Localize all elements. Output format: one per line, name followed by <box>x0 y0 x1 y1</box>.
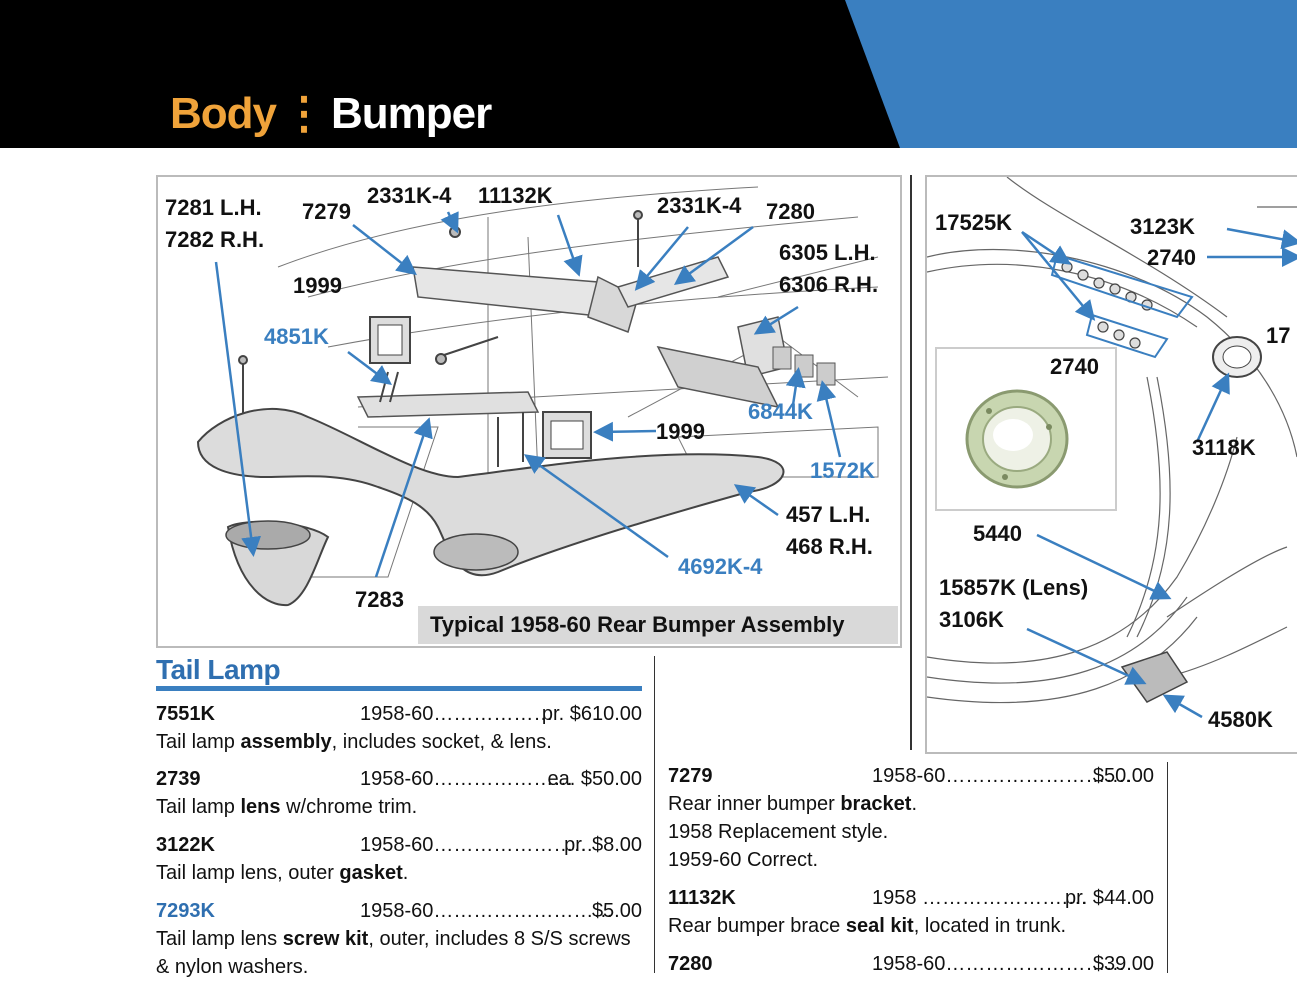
part-years: 1958-60……………… <box>360 703 554 725</box>
part-number: 11132K <box>668 887 736 909</box>
part-description: Tail lamp lens w/chrome trim. <box>156 796 418 818</box>
part-description: Rear inner bumper bracket. <box>668 793 918 815</box>
label-3118k: 3118K <box>1192 435 1256 460</box>
part-number: 7293K <box>156 900 215 922</box>
part-number: 2739 <box>156 768 201 790</box>
list-item: 7551K 1958-60………………pr. $610.00 Tail lamp … <box>156 700 642 756</box>
part-description: Tail lamp lens, outer gasket. <box>156 862 409 884</box>
page-title: Body⋮Bumper <box>170 88 492 139</box>
part-price: $50.00 <box>1092 765 1154 787</box>
part-price: ea. $50.00 <box>547 768 642 790</box>
label-468: 468 R.H. <box>786 534 873 559</box>
label-7282: 7282 R.H. <box>165 227 265 252</box>
list-item: 7279 1958-60……………………….$50.00 Rear inner b… <box>668 762 1154 874</box>
part-description: Rear bumper brace seal kit, located in t… <box>668 915 1067 937</box>
part-price: pr. $610.00 <box>541 703 642 725</box>
label-7279: 7279 <box>302 199 351 224</box>
lens-photo <box>965 389 1069 489</box>
tail-lamp-illustration <box>927 177 1297 719</box>
label-6305: 6305 L.H. <box>779 240 876 265</box>
list-item: 3122K 1958-60……………………pr. $8.00 Tail lamp … <box>156 831 642 887</box>
part-years: 1958-60…………………… <box>360 834 594 856</box>
label-1572k: 1572K <box>810 458 875 483</box>
label-1999-top: 1999 <box>293 273 342 298</box>
part-number: 3122K <box>156 834 215 856</box>
part-years: 1958-60……………………… <box>360 900 614 922</box>
label-11132k: 11132K <box>478 183 553 208</box>
label-17-cut: 17 <box>1266 323 1291 348</box>
label-2331k-4-left: 2331K-4 <box>367 183 452 208</box>
divider-columns <box>654 656 655 973</box>
section-rule <box>156 686 642 691</box>
title-separator: ⋮ <box>282 89 326 138</box>
list-item: 2739 1958-60…………………ea. $50.00 Tail lamp l… <box>156 765 642 821</box>
label-7283: 7283 <box>355 587 404 612</box>
part-price: $5.00 <box>591 900 642 922</box>
label-6844k: 6844K <box>748 399 813 424</box>
title-bumper: Bumper <box>331 89 492 138</box>
part-price: $39.00 <box>1092 953 1154 975</box>
part-years: 1958 ………………….… <box>872 887 1088 909</box>
label-7281: 7281 L.H. <box>165 195 262 220</box>
part-years: 1958-60………………… <box>360 768 574 790</box>
label-6306: 6306 R.H. <box>779 272 879 297</box>
section-heading-tail-lamp: Tail Lamp <box>156 654 281 685</box>
label-4692k-4: 4692K-4 <box>678 554 763 579</box>
label-7280: 7280 <box>766 199 815 224</box>
list-item: 7280 1958-60………………………$39.00 <box>668 950 1154 978</box>
label-4851k: 4851K <box>264 324 329 349</box>
header-banner <box>0 0 1297 148</box>
divider-diagrams <box>910 175 912 750</box>
label-457: 457 L.H. <box>786 502 871 527</box>
label-5440: 5440 <box>973 521 1022 546</box>
title-body: Body <box>170 89 277 138</box>
label-3123k: 3123K <box>1130 214 1195 239</box>
part-years: 1958-60………………………. <box>872 765 1131 787</box>
part-description-line3: 1959-60 Correct. <box>668 849 819 871</box>
rear-bumper-illustration <box>196 186 889 607</box>
list-item: 11132K 1958 ………………….…pr. $44.00 Rear bump… <box>668 884 1154 940</box>
part-description: Tail lamp assembly, includes socket, & l… <box>156 731 552 753</box>
divider-right-column <box>1167 762 1168 973</box>
part-years: 1958-60……………………… <box>872 953 1126 975</box>
part-number: 7280 <box>668 953 713 975</box>
label-17525k: 17525K <box>935 210 1013 235</box>
part-number: 7279 <box>668 765 713 787</box>
part-price: pr. $8.00 <box>564 834 642 856</box>
part-description-line2: & nylon washers. <box>156 956 309 978</box>
part-number: 7551K <box>156 703 215 725</box>
label-4580k: 4580K <box>1208 707 1273 732</box>
label-2740-inset: 2740 <box>1050 354 1099 379</box>
inset-photo-frame <box>935 347 1117 511</box>
label-15857k-lens: 15857K (Lens) <box>939 575 1089 600</box>
diagram-caption: Typical 1958-60 Rear Bumper Assembly <box>418 606 898 644</box>
part-price: pr. $44.00 <box>1065 887 1154 909</box>
part-description-line2: 1958 Replacement style. <box>668 821 889 843</box>
label-2740-top: 2740 <box>1147 245 1196 270</box>
part-description: Tail lamp lens screw kit, outer, include… <box>156 928 631 950</box>
label-3106k: 3106K <box>939 607 1004 632</box>
label-2331k-4-right: 2331K-4 <box>657 193 742 218</box>
list-item: 7293K 1958-60………………………$5.00 Tail lamp len… <box>156 897 642 981</box>
label-1999-bottom: 1999 <box>656 419 705 444</box>
